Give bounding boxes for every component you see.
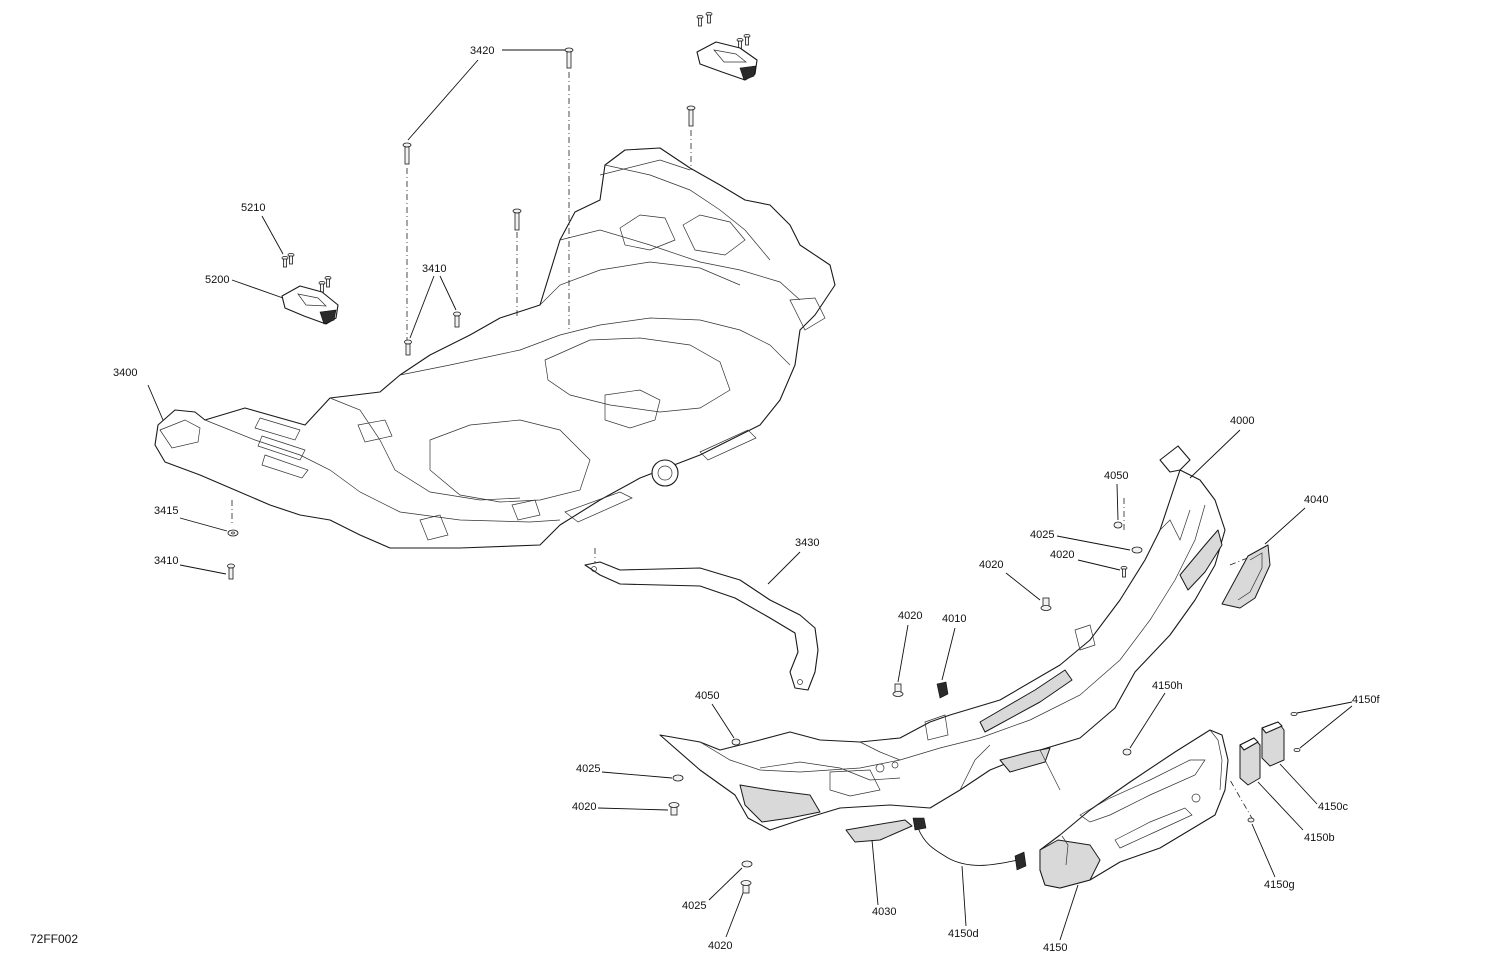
- callout-5200: 5200: [205, 274, 229, 286]
- lamp-4150b: [1239, 737, 1261, 786]
- callout-5210: 5210: [241, 202, 265, 214]
- callout-3430: 3430: [795, 537, 819, 549]
- callout-4150b: 4150b: [1304, 832, 1335, 844]
- figure-code: 72FF002: [30, 932, 78, 946]
- pushpin-4020-e: [740, 880, 752, 894]
- nut-4050-a: [1113, 521, 1123, 529]
- callout-4020: 4020: [898, 610, 922, 622]
- fasteners: [227, 11, 1301, 894]
- pushpin-4020-c: [892, 683, 904, 697]
- screw-3420-d: [512, 208, 522, 231]
- screw-5210-b: [287, 252, 295, 265]
- washer-4025-b: [672, 774, 684, 782]
- callout-3400: 3400: [113, 367, 137, 379]
- screw-4020-b: [1120, 566, 1128, 578]
- nut-4150h: [1122, 748, 1132, 756]
- pushpin-4020-d: [668, 802, 680, 816]
- callout-3415: 3415: [154, 505, 178, 517]
- screw-3410-b: [453, 311, 461, 328]
- callout-4150h: 4150h: [1152, 680, 1183, 692]
- screw-4150f-a: [1290, 712, 1298, 717]
- washer-3415: [227, 529, 239, 537]
- callout-4025: 4025: [1030, 529, 1054, 541]
- light-bar-4150: [1039, 729, 1229, 889]
- harness-4150d: [912, 817, 1027, 871]
- screw-top-bracket-d: [743, 34, 751, 46]
- callout-4150d: 4150d: [948, 928, 979, 940]
- callout-4150: 4150: [1043, 942, 1067, 954]
- callout-3410: 3410: [154, 555, 178, 567]
- screw-3410-a: [404, 339, 412, 356]
- callout-4020: 4020: [979, 559, 1003, 571]
- callout-4020: 4020: [572, 801, 596, 813]
- screw-5210-c: [318, 280, 326, 293]
- skid-plate-3400: [154, 147, 836, 549]
- washer-4025-a: [1131, 546, 1143, 554]
- callout-3410: 3410: [422, 263, 446, 275]
- screw-3410-c: [227, 563, 235, 580]
- callout-4040: 4040: [1304, 494, 1328, 506]
- callout-4150g: 4150g: [1264, 879, 1295, 891]
- reflector-4040: [1221, 544, 1271, 609]
- callout-labels: 3420 5210 5200 3410 3400 3415 3410 3430 …: [113, 45, 1380, 954]
- screw-3420-b: [402, 142, 412, 165]
- callout-3420: 3420: [470, 45, 494, 57]
- clip-4010: [936, 681, 949, 699]
- bracket-top: [696, 41, 758, 81]
- callout-4025: 4025: [576, 763, 600, 775]
- callout-4025: 4025: [682, 900, 706, 912]
- screw-4150f-b: [1293, 748, 1301, 753]
- screw-5210-a: [281, 255, 289, 268]
- lamp-4150c: [1261, 721, 1285, 767]
- screw-3420-c: [686, 105, 696, 127]
- pushpin-4020-a: [1040, 597, 1052, 611]
- callout-4150f: 4150f: [1352, 694, 1380, 706]
- callout-4030: 4030: [872, 906, 896, 918]
- callout-4150c: 4150c: [1318, 801, 1348, 813]
- reflector-4030: [845, 819, 913, 843]
- callout-4000: 4000: [1230, 415, 1254, 427]
- callout-4020: 4020: [708, 940, 732, 952]
- screw-5210-d: [324, 275, 332, 288]
- bracket-5200: [281, 285, 339, 325]
- leader-lines: [147, 49, 1353, 941]
- screw-top-bracket-a: [696, 14, 704, 27]
- callout-4050: 4050: [695, 690, 719, 702]
- callout-4020: 4020: [1050, 549, 1074, 561]
- screw-top-bracket-b: [705, 11, 713, 24]
- strap-3430: [584, 561, 819, 691]
- callout-4010: 4010: [942, 613, 966, 625]
- nut-4050-b: [731, 738, 741, 746]
- callout-4050: 4050: [1104, 470, 1128, 482]
- bumper-4000: [659, 445, 1226, 831]
- screw-4150g: [1247, 817, 1255, 823]
- screw-3420-a: [564, 47, 574, 69]
- washer-4025-c: [741, 860, 753, 868]
